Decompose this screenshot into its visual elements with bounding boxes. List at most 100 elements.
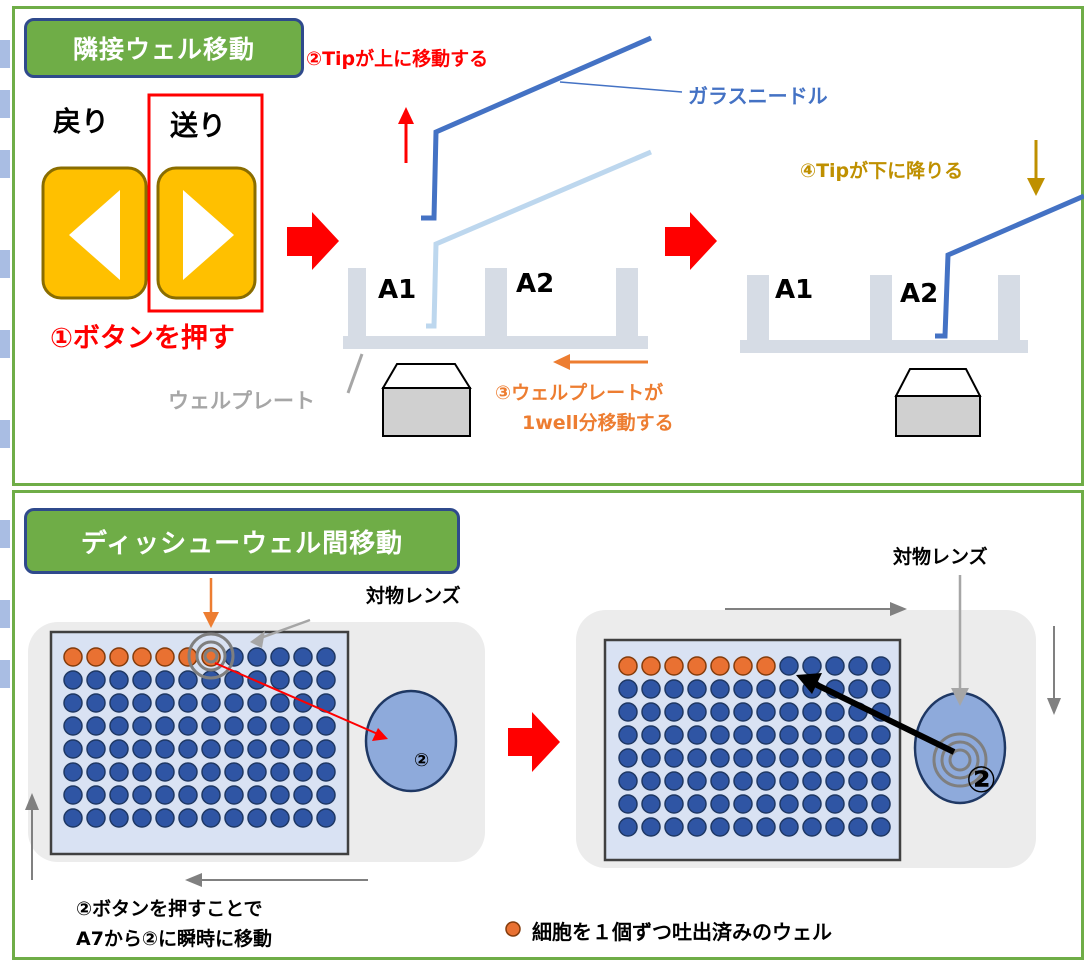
- well: [293, 716, 313, 736]
- glass-needle-raised: [421, 35, 653, 221]
- well: [802, 702, 822, 722]
- well-done: [710, 656, 730, 676]
- lens-callout-left: [250, 618, 311, 648]
- well: [224, 716, 244, 736]
- well: [825, 817, 845, 837]
- lens-label-left: 対物レンズ: [366, 585, 461, 607]
- tip-down-arrow: [1027, 140, 1045, 196]
- well: [63, 670, 83, 690]
- well: [86, 670, 106, 690]
- side-stripe: [0, 40, 10, 68]
- gray-arrow-left: [185, 873, 368, 887]
- needle-callout-line: [559, 81, 683, 93]
- well: [155, 716, 175, 736]
- well: [779, 817, 799, 837]
- well: [618, 702, 638, 722]
- glass-needle-lowered-ghost: [426, 149, 652, 329]
- well: [825, 702, 845, 722]
- well: [779, 771, 799, 791]
- well: [270, 808, 290, 828]
- step1-label: ①ボタンを押す: [50, 323, 235, 354]
- well: [687, 771, 707, 791]
- well-done: [132, 647, 152, 667]
- well: [687, 702, 707, 722]
- well: [86, 716, 106, 736]
- well: [247, 739, 267, 759]
- well: [710, 817, 730, 837]
- well: [825, 725, 845, 745]
- well: [710, 725, 730, 745]
- well: [756, 679, 776, 699]
- well: [641, 702, 661, 722]
- well: [802, 771, 822, 791]
- plate-label: ウェルプレート: [168, 389, 315, 413]
- well: [224, 762, 244, 782]
- objective-lens-top-2: [894, 368, 982, 437]
- well-done: [109, 647, 129, 667]
- forward-label: 送り: [170, 109, 227, 142]
- well: [664, 794, 684, 814]
- well: [247, 647, 267, 667]
- step3-label-line1: ③ウェルプレートが: [495, 382, 664, 404]
- well: [641, 771, 661, 791]
- well: [86, 808, 106, 828]
- well: [247, 693, 267, 713]
- red-move-arrow: [214, 662, 388, 741]
- adjacent-well-title: 隣接ウェル移動: [24, 18, 304, 78]
- well: [848, 725, 868, 745]
- well: [247, 762, 267, 782]
- forward-highlight-box: [147, 93, 264, 313]
- side-stripe: [0, 420, 10, 448]
- objective-lens-top-1: [381, 363, 472, 437]
- black-move-arrow: [796, 673, 956, 755]
- well: [270, 739, 290, 759]
- well: [825, 656, 845, 676]
- well-done: [63, 647, 83, 667]
- plate-move-arrow: [553, 354, 648, 370]
- well: [756, 748, 776, 768]
- well: [871, 725, 891, 745]
- well: [178, 693, 198, 713]
- well: [710, 771, 730, 791]
- well: [618, 794, 638, 814]
- well: [293, 808, 313, 828]
- well: [247, 716, 267, 736]
- well: [247, 785, 267, 805]
- well: [664, 817, 684, 837]
- forward-button[interactable]: [156, 166, 257, 300]
- well: [848, 817, 868, 837]
- well: [687, 817, 707, 837]
- well-a2-label: A2: [516, 269, 554, 299]
- well: [63, 739, 83, 759]
- well: [155, 808, 175, 828]
- well: [316, 647, 336, 667]
- step4-label: ④Tipが下に降りる: [800, 160, 964, 182]
- well: [109, 693, 129, 713]
- well: [155, 693, 175, 713]
- well: [733, 794, 753, 814]
- well: [155, 670, 175, 690]
- well: [293, 762, 313, 782]
- well: [756, 702, 776, 722]
- well: [224, 785, 244, 805]
- well-done: [641, 656, 661, 676]
- well: [155, 739, 175, 759]
- well: [201, 785, 221, 805]
- caption-line2: A7から②に瞬時に移動: [76, 928, 273, 950]
- back-button[interactable]: [41, 166, 148, 300]
- well: [109, 785, 129, 805]
- well: [316, 716, 336, 736]
- well: [201, 739, 221, 759]
- well: [132, 716, 152, 736]
- well: [871, 679, 891, 699]
- up-arrow: [398, 107, 414, 163]
- well: [825, 771, 845, 791]
- well: [687, 794, 707, 814]
- well: [270, 785, 290, 805]
- well: [848, 679, 868, 699]
- well: [178, 762, 198, 782]
- well: [664, 771, 684, 791]
- well: [618, 771, 638, 791]
- dish-well-title: ディッシューウェル間移動: [24, 508, 460, 574]
- well: [641, 817, 661, 837]
